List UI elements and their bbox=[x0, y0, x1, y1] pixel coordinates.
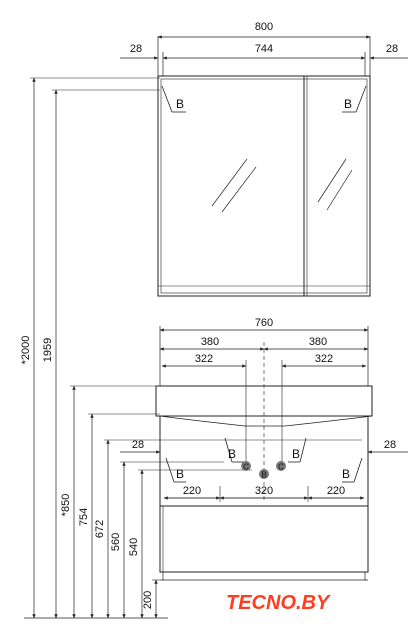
vanity-hole-right: 322 bbox=[315, 353, 333, 365]
mirror-width-inner: 744 bbox=[255, 43, 273, 55]
logo-text: TECNO.BY bbox=[226, 592, 331, 614]
brand-logo: TECNO.BY bbox=[226, 592, 331, 614]
mirror-hinge-left: B bbox=[176, 97, 184, 111]
height-560: 560 bbox=[110, 533, 122, 551]
mirror-hinge-right: B bbox=[344, 97, 352, 111]
vanity-hinge-b2: B bbox=[292, 447, 300, 461]
height-vanity-top: *850 bbox=[60, 494, 72, 517]
mirror-dimensions bbox=[120, 35, 408, 76]
height-mirror-top: 1959 bbox=[42, 338, 54, 362]
vanity-offset-left: 28 bbox=[132, 439, 144, 451]
vanity-hinge-b3: B bbox=[176, 467, 184, 481]
vanity-bottom-center: 320 bbox=[255, 485, 273, 497]
marker-b-center: B bbox=[261, 471, 266, 480]
mirror-cabinet bbox=[157, 75, 371, 297]
mirror-width-total: 800 bbox=[255, 21, 273, 33]
pipe-connections: C C B bbox=[241, 461, 286, 480]
vanity-half-right: 380 bbox=[309, 336, 327, 348]
height-754: 754 bbox=[78, 508, 90, 526]
height-672: 672 bbox=[94, 520, 106, 538]
height-dimensions bbox=[24, 77, 252, 619]
height-200: 200 bbox=[142, 591, 154, 609]
vanity-bottom-left: 220 bbox=[183, 485, 201, 497]
marker-c-left: C bbox=[243, 463, 249, 472]
vanity-hole-left: 322 bbox=[195, 353, 213, 365]
vanity-half-left: 380 bbox=[201, 336, 219, 348]
vanity-hinge-b4: B bbox=[342, 467, 350, 481]
height-540: 540 bbox=[128, 538, 140, 556]
vanity-bottom-right: 220 bbox=[327, 485, 345, 497]
mirror-offset-left: 28 bbox=[130, 43, 142, 55]
height-total: *2000 bbox=[20, 336, 32, 365]
mirror-offset-right: 28 bbox=[386, 43, 398, 55]
vanity-width: 760 bbox=[255, 317, 273, 329]
marker-c-right: C bbox=[278, 463, 284, 472]
vanity-offset-right: 28 bbox=[384, 439, 396, 451]
vanity-hinge-b1: B bbox=[228, 447, 236, 461]
vanity-dimensions bbox=[120, 326, 408, 502]
